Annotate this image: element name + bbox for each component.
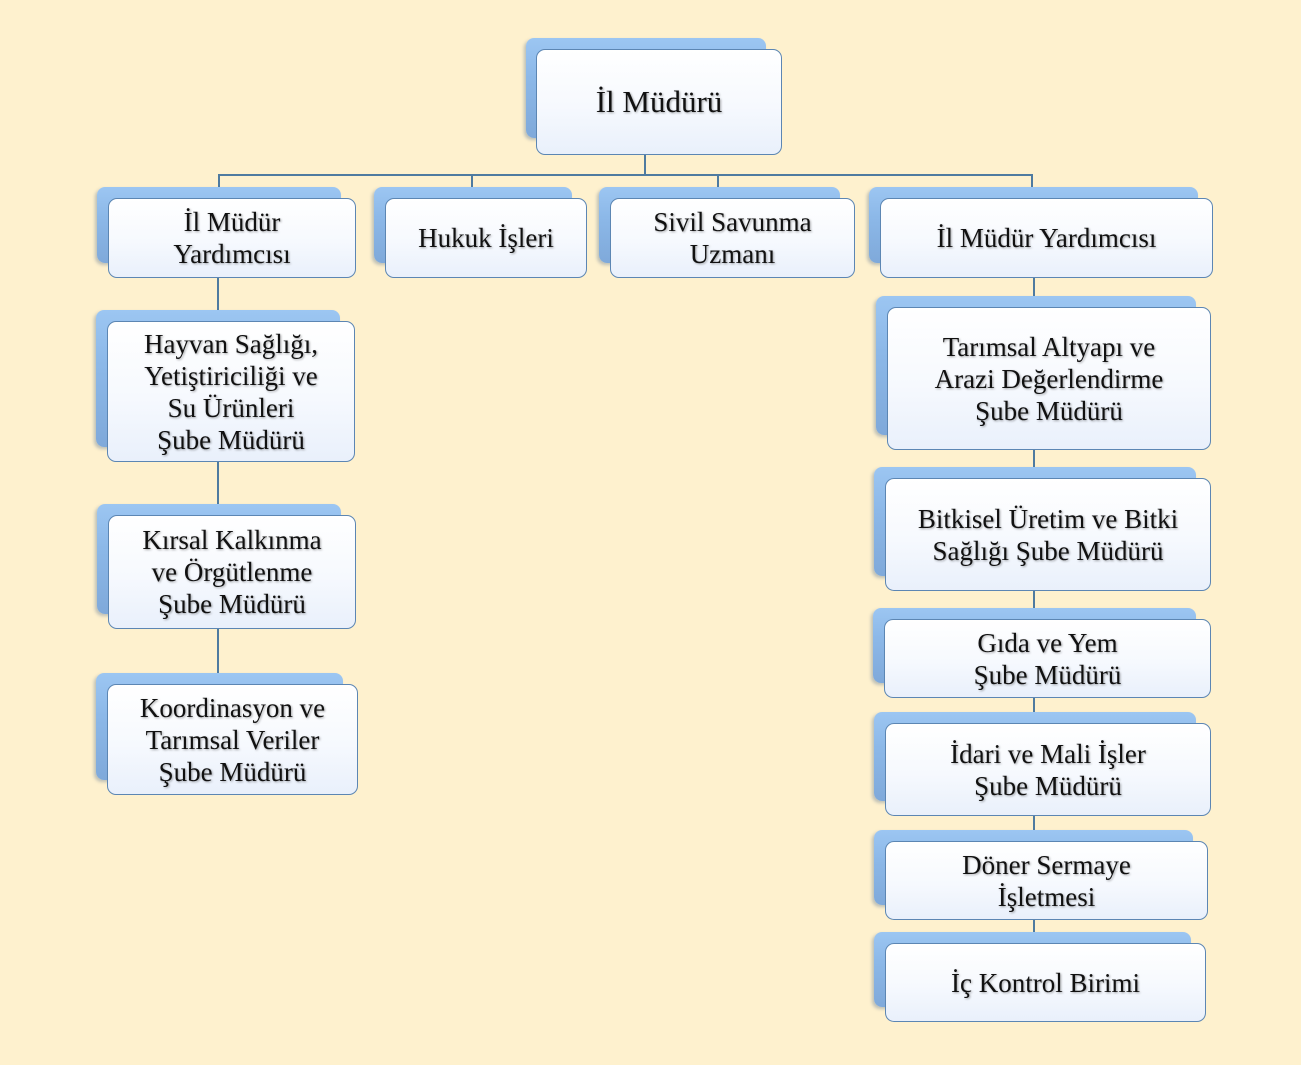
node-label: İl Müdür Yardımcısı xyxy=(173,207,291,269)
node-label: Hukuk İşleri xyxy=(418,223,554,253)
node-il-mudur-yardimcisi-left[interactable]: İl Müdür Yardımcısı xyxy=(97,187,357,279)
connector-to-legal xyxy=(471,174,473,188)
node-card: İç Kontrol Birimi xyxy=(885,943,1206,1022)
node-koordinasyon[interactable]: Koordinasyon ve Tarımsal Veriler Şube Mü… xyxy=(96,673,359,796)
node-card: İdari ve Mali İşler Şube Müdürü xyxy=(885,723,1211,816)
node-card: Hukuk İşleri xyxy=(385,198,587,278)
node-doner-sermaye[interactable]: Döner Sermaye İşletmesi xyxy=(874,830,1209,921)
connector-left-branch xyxy=(217,276,219,684)
node-hayvan-sagligi[interactable]: Hayvan Sağlığı, Yetiştiriciliği ve Su Ür… xyxy=(96,310,356,463)
node-gida-ve-yem[interactable]: Gıda ve Yem Şube Müdürü xyxy=(873,608,1212,699)
node-card: Döner Sermaye İşletmesi xyxy=(885,841,1208,920)
node-label: Tarımsal Altyapı ve Arazi Değerlendirme … xyxy=(934,331,1164,426)
connector-level1-bus xyxy=(218,174,1033,176)
node-hukuk-isleri[interactable]: Hukuk İşleri xyxy=(374,187,588,279)
node-label: İl Müdürü xyxy=(595,84,723,119)
node-label: Hayvan Sağlığı, Yetiştiriciliği ve Su Ür… xyxy=(144,328,318,455)
node-bitkisel-uretim[interactable]: Bitkisel Üretim ve Bitki Sağlığı Şube Mü… xyxy=(874,467,1212,592)
node-card: Sivil Savunma Uzmanı xyxy=(610,198,855,278)
node-label: Döner Sermaye İşletmesi xyxy=(962,849,1131,912)
node-card: Bitkisel Üretim ve Bitki Sağlığı Şube Mü… xyxy=(885,478,1211,591)
node-label: Sivil Savunma Uzmanı xyxy=(653,207,812,269)
node-ic-kontrol-birimi[interactable]: İç Kontrol Birimi xyxy=(874,932,1207,1023)
node-kirsal-kalkinma[interactable]: Kırsal Kalkınma ve Örgütlenme Şube Müdür… xyxy=(97,504,357,630)
connector-to-civil-defense xyxy=(717,174,719,188)
node-card: İl Müdür Yardımcısı xyxy=(108,198,356,278)
connector-root-down xyxy=(644,152,646,176)
node-idari-ve-mali-isler[interactable]: İdari ve Mali İşler Şube Müdürü xyxy=(874,712,1212,817)
node-il-muduru[interactable]: İl Müdürü xyxy=(526,38,782,156)
node-label: Kırsal Kalkınma ve Örgütlenme Şube Müdür… xyxy=(142,525,322,619)
node-tarimsal-altyapi[interactable]: Tarımsal Altyapı ve Arazi Değerlendirme … xyxy=(876,296,1212,451)
node-label: İdari ve Mali İşler Şube Müdürü xyxy=(950,738,1146,801)
node-card: Kırsal Kalkınma ve Örgütlenme Şube Müdür… xyxy=(108,515,356,629)
node-il-mudur-yardimcisi-right[interactable]: İl Müdür Yardımcısı xyxy=(869,187,1214,279)
connector-to-left-deputy xyxy=(218,174,220,198)
node-label: İl Müdür Yardımcısı xyxy=(936,223,1157,253)
node-label: İç Kontrol Birimi xyxy=(951,967,1140,998)
node-label: Koordinasyon ve Tarımsal Veriler Şube Mü… xyxy=(139,692,326,787)
node-card: Koordinasyon ve Tarımsal Veriler Şube Mü… xyxy=(107,684,358,795)
node-card: Tarımsal Altyapı ve Arazi Değerlendirme … xyxy=(887,307,1211,450)
node-card: Gıda ve Yem Şube Müdürü xyxy=(884,619,1211,698)
node-card: İl Müdürü xyxy=(536,49,782,155)
node-card: İl Müdür Yardımcısı xyxy=(880,198,1213,278)
node-sivil-savunma-uzmani[interactable]: Sivil Savunma Uzmanı xyxy=(599,187,856,279)
node-card: Hayvan Sağlığı, Yetiştiriciliği ve Su Ür… xyxy=(107,321,355,462)
node-label: Bitkisel Üretim ve Bitki Sağlığı Şube Mü… xyxy=(917,503,1179,566)
connector-to-right-deputy xyxy=(1031,174,1033,198)
node-label: Gıda ve Yem Şube Müdürü xyxy=(973,627,1122,690)
